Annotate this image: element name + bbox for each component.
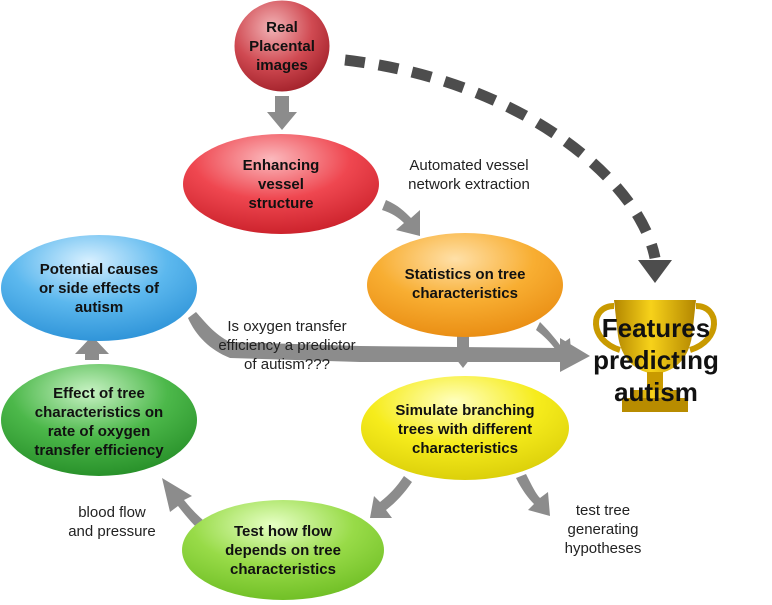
flow-arrows xyxy=(75,96,590,534)
node-simulate[interactable] xyxy=(361,376,569,480)
node-real-images[interactable] xyxy=(233,0,331,93)
arrow-potential-to-goal xyxy=(188,312,590,372)
goal-label: Features predicting autism xyxy=(593,313,719,407)
label-statistics: Statistics on tree characteristics xyxy=(404,266,526,302)
node-potential[interactable] xyxy=(1,235,197,341)
note-test-tree: test tree generating hypotheses xyxy=(564,501,642,557)
arrow-simulate-to-test xyxy=(370,476,412,518)
arrow-real-to-enhancing xyxy=(267,96,297,130)
node-enhancing[interactable] xyxy=(183,134,379,234)
arrow-effect-to-potential xyxy=(75,336,109,360)
label-effect: Effect of tree characteristics on rate o… xyxy=(34,385,164,459)
label-real-images: Real Placental images xyxy=(249,18,315,74)
node-statistics[interactable] xyxy=(367,233,563,337)
arrow-enhancing-to-statistics xyxy=(382,200,420,236)
label-simulate: Simulate branching trees with different … xyxy=(395,401,535,457)
node-effect[interactable] xyxy=(1,364,197,476)
note-oxygen-question: Is oxygen transfer efficiency a predicto… xyxy=(218,317,356,373)
label-potential: Potential causes or side effects of auti… xyxy=(38,260,160,316)
label-test-flow: Test how flow depends on tree characteri… xyxy=(225,522,341,578)
arrow-test-to-effect xyxy=(162,478,210,534)
note-blood-flow: blood flow and pressure xyxy=(68,504,156,540)
arrow-simulate-to-hypotheses xyxy=(516,474,550,516)
note-automated-extraction: Automated vessel network extraction xyxy=(408,157,530,193)
dashed-arrow-head xyxy=(638,260,672,283)
dashed-arrow-to-goal xyxy=(344,54,661,260)
node-test-flow[interactable] xyxy=(182,500,384,600)
trophy-icon xyxy=(593,300,717,412)
label-enhancing: Enhancing vessel structure xyxy=(242,156,320,212)
